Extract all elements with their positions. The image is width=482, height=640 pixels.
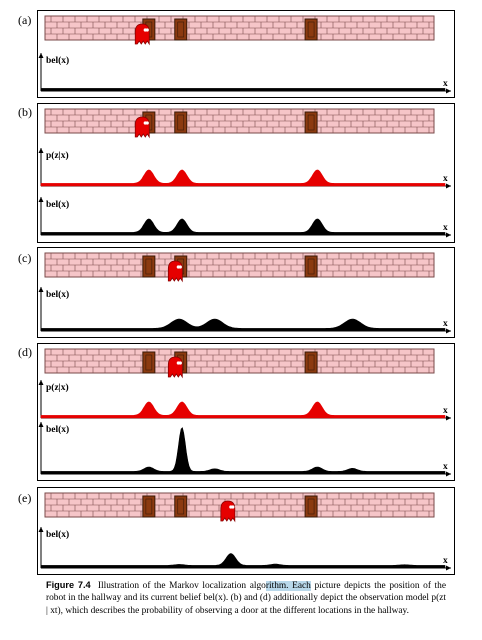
y-axis-arrow — [38, 287, 44, 292]
hallway-wall — [44, 15, 435, 46]
x-axis-arrow — [446, 88, 451, 94]
caption-figure-label: Figure 7.4 — [46, 580, 91, 590]
y-axis-arrow — [38, 53, 44, 58]
x-axis-arrow — [446, 471, 451, 477]
y-axis-label: p(z|x) — [46, 150, 69, 161]
y-axis-label: bel(x) — [46, 289, 69, 300]
panel-e: bel(x) x — [37, 487, 455, 575]
door-panel — [307, 354, 315, 371]
distribution-curve — [40, 218, 446, 236]
robot-eye — [145, 121, 149, 125]
caption-text-end: picture depicts the position of the robo… — [46, 581, 447, 616]
robot-body — [167, 260, 183, 283]
robot-icon — [220, 500, 236, 523]
y-axis-label: bel(x) — [46, 199, 69, 210]
robot-body — [134, 116, 150, 139]
caption-text-start: Illustration of the Markov localization … — [97, 581, 266, 591]
door-panel — [307, 498, 315, 515]
y-axis-arrow — [38, 148, 44, 153]
plot-3-0: p(z|x) x — [38, 380, 451, 421]
plot-2-0: bel(x) x — [38, 287, 451, 334]
panel-d: p(z|x) x bel(x) x — [37, 343, 455, 481]
panel-a: bel(x) x — [37, 10, 455, 98]
y-axis-arrow — [38, 197, 44, 202]
robot-body — [134, 23, 150, 46]
panel-label-e: (e) — [18, 491, 32, 505]
hallway-wall — [44, 108, 435, 139]
door-panel — [145, 498, 153, 515]
panel-label-d: (d) — [18, 345, 32, 359]
robot-eye — [178, 361, 182, 365]
robot-body — [167, 356, 183, 379]
door-panel — [307, 114, 315, 131]
robot-icon — [167, 356, 183, 379]
robot-icon — [134, 116, 150, 139]
panel-c: bel(x) x — [37, 247, 455, 338]
hallway-wall — [44, 348, 435, 379]
plot-1-1: bel(x) x — [38, 197, 451, 238]
plot-3-1: bel(x) x — [38, 422, 451, 477]
y-axis-arrow — [38, 380, 44, 385]
x-axis-arrow — [446, 232, 451, 238]
distribution-curve — [40, 401, 446, 419]
y-axis-label: bel(x) — [46, 55, 69, 66]
door-panel — [307, 258, 315, 275]
x-axis-arrow — [446, 415, 451, 421]
distribution-curve — [40, 427, 446, 475]
caption-highlight: rithm. Each — [265, 581, 311, 591]
plot-4-0: bel(x) x — [38, 527, 451, 571]
panel-label-c: (c) — [18, 251, 32, 265]
robot-eye — [231, 505, 235, 509]
distribution-curve — [40, 553, 446, 569]
robot-body — [220, 500, 236, 523]
x-axis-label: x — [443, 406, 448, 416]
x-axis-label: x — [443, 174, 448, 184]
door-panel — [177, 21, 185, 38]
distribution-curve — [40, 169, 446, 187]
door-panel — [145, 258, 153, 275]
robot-icon — [167, 260, 183, 283]
y-axis-label: bel(x) — [46, 424, 69, 435]
plot-1-0: p(z|x) x — [38, 148, 451, 189]
y-axis-label: p(z|x) — [46, 382, 69, 393]
y-axis-arrow — [38, 527, 44, 532]
robot-eye — [178, 265, 182, 269]
x-axis-label: x — [443, 319, 448, 329]
distribution-curve — [40, 318, 446, 332]
x-axis-arrow — [446, 565, 451, 571]
x-axis-arrow — [446, 183, 451, 189]
x-axis-label: x — [443, 556, 448, 566]
x-axis-arrow — [446, 328, 451, 334]
robot-icon — [134, 23, 150, 46]
x-axis-label: x — [443, 79, 448, 89]
x-axis-label: x — [443, 462, 448, 472]
x-axis-label: x — [443, 223, 448, 233]
panel-label-b: (b) — [18, 105, 32, 119]
door-panel — [307, 21, 315, 38]
distribution-curve — [40, 88, 446, 92]
figure-caption: Figure 7.4 Illustration of the Markov lo… — [46, 579, 446, 617]
panel-b: p(z|x) x bel(x) x — [37, 103, 455, 243]
robot-eye — [145, 28, 149, 32]
door-panel — [177, 114, 185, 131]
plot-0-0: bel(x) x — [38, 53, 451, 94]
panel-label-a: (a) — [18, 13, 32, 27]
y-axis-arrow — [38, 422, 44, 427]
hallway-wall — [44, 492, 435, 523]
y-axis-label: bel(x) — [46, 529, 69, 540]
hallway-wall — [44, 252, 435, 283]
door-panel — [145, 354, 153, 371]
door-panel — [177, 498, 185, 515]
